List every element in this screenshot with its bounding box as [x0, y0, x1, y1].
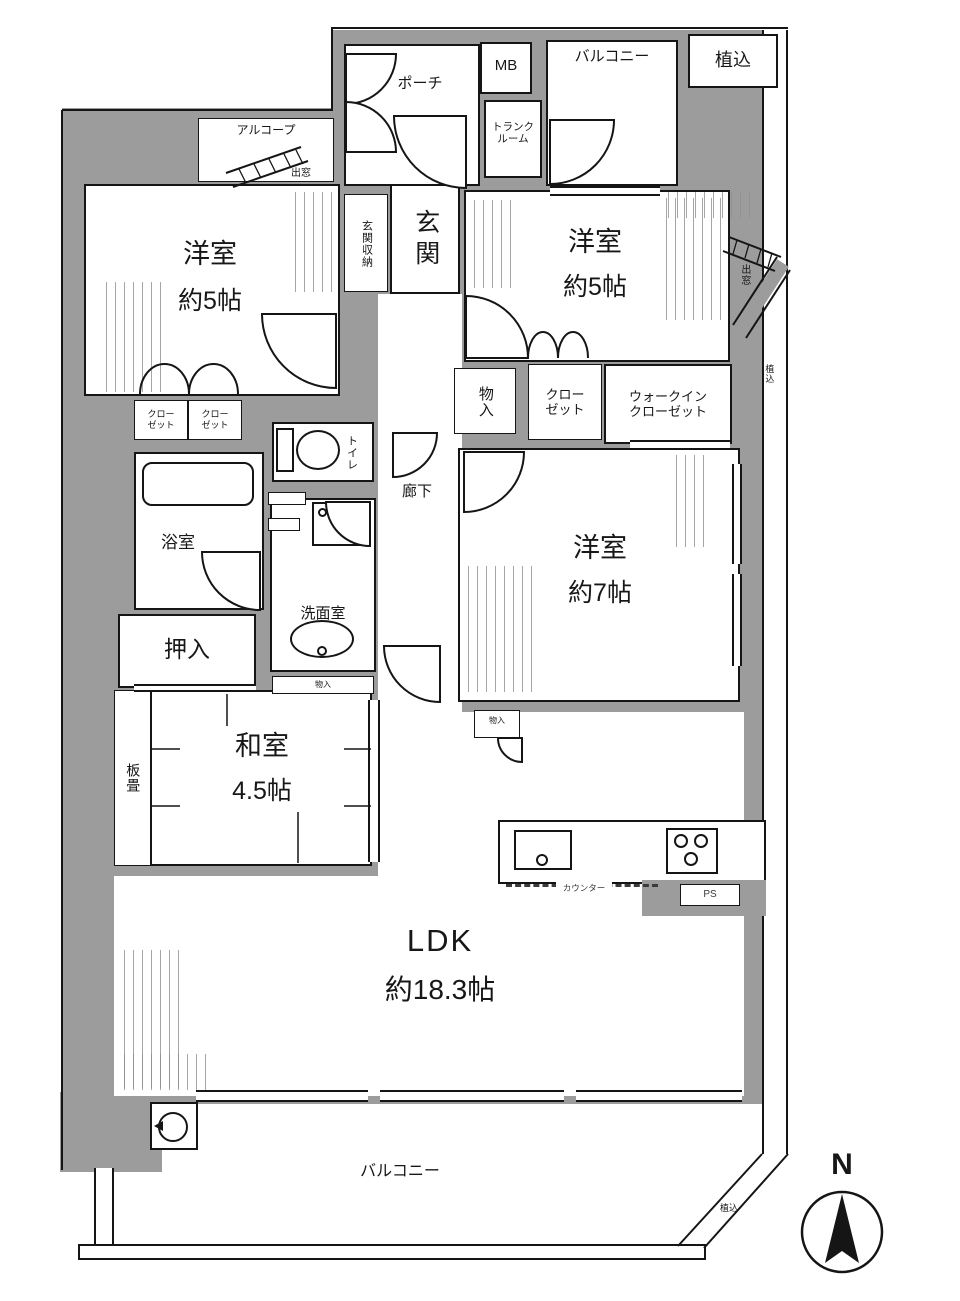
washing-machine-drain-icon [318, 508, 327, 517]
closet-left-1-label: クローゼット [147, 409, 175, 430]
counter-label: カウンター [556, 882, 612, 894]
wash-basin-faucet-icon [317, 646, 327, 656]
washroom-label: 洗面室 [300, 605, 346, 623]
western-room-2-size: 約5帖 [563, 273, 627, 302]
compass-north-label: N [831, 1148, 853, 1182]
stove-fixture [666, 828, 718, 874]
pipe-space-label: PS [703, 889, 717, 901]
sliding-door-oshiire [134, 684, 256, 692]
hatch-planting-topright [668, 192, 756, 218]
western-room-2-name: 洋室 [568, 227, 622, 258]
site-strip-right [762, 30, 788, 1154]
wall-bottom-left-block [60, 1092, 162, 1172]
closet-left-2-label: クローゼット [201, 409, 229, 430]
balcony-top-label: バルコニー [574, 48, 650, 66]
balcony-left-rail [94, 1168, 114, 1248]
toilet-bowl-fixture [296, 430, 340, 470]
washroom-mini-box-1 [268, 492, 306, 505]
walk-in-closet-label: ウォークインクローゼット [628, 388, 707, 419]
planting-bottom-label: 植込 [719, 1202, 738, 1213]
balcony-bottom-rail [78, 1244, 706, 1260]
window-western3-right-1 [732, 464, 742, 564]
hatch-balcony-left [124, 1054, 208, 1090]
entrance-label: 玄関 [411, 209, 440, 271]
oshiire-label: 押入 [164, 636, 210, 663]
washitsu-name: 和室 [180, 726, 344, 768]
western-room-3-size: 約7帖 [568, 579, 632, 608]
bay-window-right-label: 出窓 [738, 264, 750, 286]
closet-center-label: クローゼット [545, 386, 585, 417]
window-western2-top [550, 186, 660, 196]
planting-top-label: 植込 [715, 50, 751, 71]
stove-burner-3 [684, 852, 698, 866]
entrance-hall-floor [378, 294, 462, 416]
entrance-storage-label: 玄関収納 [360, 220, 373, 268]
western-room-1-size: 約5帖 [178, 287, 242, 316]
storage-center-label: 物入 [476, 386, 494, 418]
meter-box-label: MB [494, 57, 518, 75]
toilet-label: トイレ [345, 435, 358, 471]
ldk-name: LDK [406, 922, 474, 958]
slop-sink-arrow-icon [154, 1121, 163, 1131]
hallway-label: 廊下 [401, 483, 432, 501]
storage-small-label: 物入 [489, 715, 505, 725]
window-ldk-balcony-2 [380, 1090, 564, 1102]
washitsu-size: 4.5帖 [180, 772, 344, 812]
porch-room [344, 44, 480, 186]
stove-burner-2 [694, 834, 708, 848]
toilet-tank-fixture [276, 428, 294, 472]
western-room-3-name: 洋室 [573, 533, 627, 564]
planting-right-label: 植込 [764, 364, 775, 384]
window-western3-right-2 [732, 574, 742, 666]
trunk-room-label: トランクルーム [492, 120, 534, 145]
wall-top-right-block [666, 94, 754, 190]
window-ldk-balcony-3 [576, 1090, 742, 1102]
western-room-1-name: 洋室 [183, 239, 237, 270]
window-wic-bottom [630, 440, 730, 450]
balcony-bottom-label: バルコニー [360, 1162, 440, 1180]
kitchen-sink-drain-icon [536, 854, 548, 866]
sliding-door-washitsu [368, 700, 380, 862]
bathtub-fixture [142, 462, 254, 506]
bay-window-left-label: 出窓 [291, 168, 311, 180]
ldk-size: 約18.3帖 [384, 974, 496, 1006]
bathroom-label: 浴室 [161, 532, 195, 552]
window-ldk-balcony-1 [196, 1090, 368, 1102]
porch-label: ポーチ [397, 75, 443, 93]
stove-burner-1 [674, 834, 688, 848]
washroom-mini-box-2 [268, 518, 300, 531]
storage-strip-label: 物入 [315, 679, 331, 689]
hatch-western1-a [295, 192, 335, 292]
alcove-label: アルコープ [236, 122, 296, 137]
itatami-label: 板畳 [125, 763, 142, 793]
